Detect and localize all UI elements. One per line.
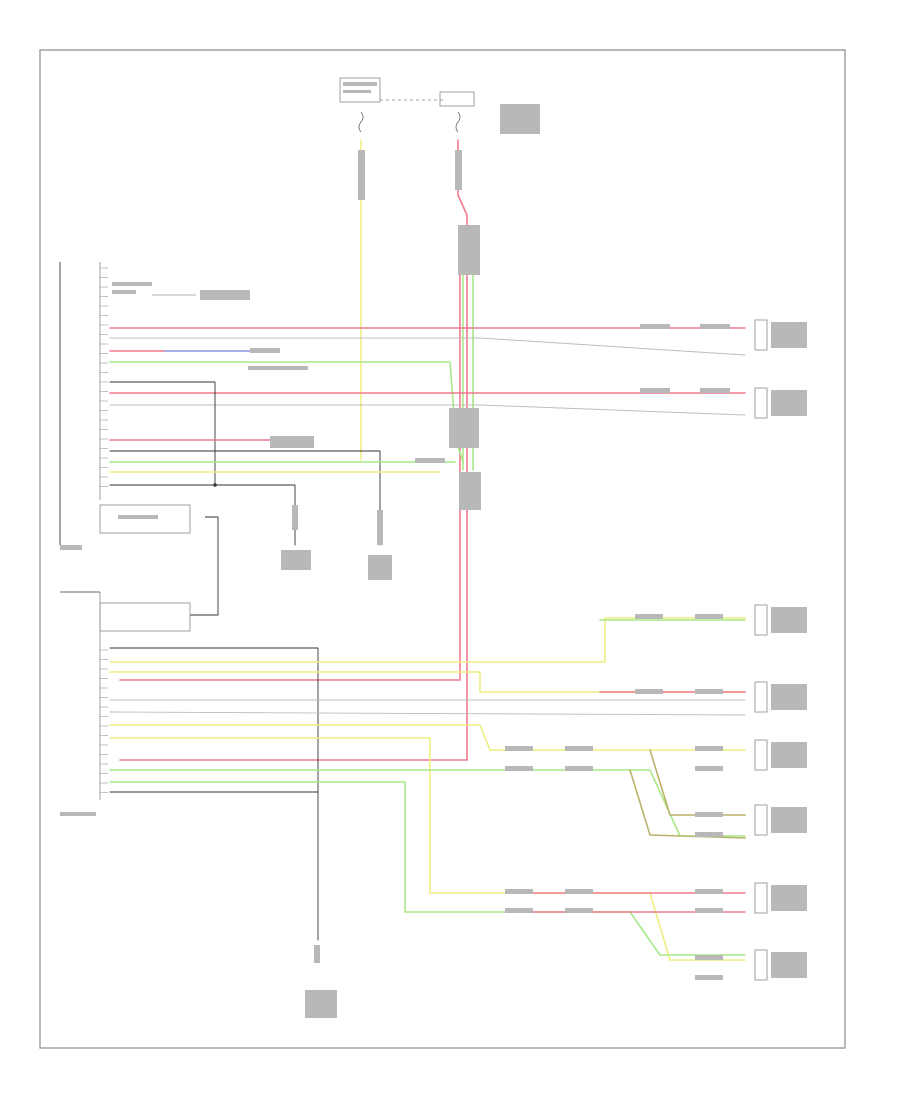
wire-amp-green-1	[109, 769, 746, 837]
wire-rf-speaker-neg	[109, 337, 746, 356]
rr-wire-tag	[640, 388, 670, 393]
lower-wire-tag	[565, 889, 593, 894]
speaker-front-tweeter-label	[771, 742, 807, 768]
connector-block-upper	[458, 225, 480, 275]
lower-wire-tag	[505, 766, 533, 771]
rf-wire-tag	[640, 324, 670, 329]
lower-wire-tag	[695, 746, 723, 751]
lower-wire-tag	[695, 889, 723, 894]
blue-wire-label	[250, 348, 280, 353]
wire-amp-yellow-1	[109, 617, 746, 663]
amp-ground-label	[305, 990, 337, 1018]
lower-wire-tag	[565, 908, 593, 913]
amp-label	[60, 812, 96, 816]
wire-radio-to-amp	[190, 516, 219, 616]
radio-pin-label	[112, 290, 136, 294]
subwoofer-left	[754, 882, 768, 914]
fuse-box-right-note	[500, 104, 540, 134]
radio-pin-label	[112, 282, 152, 286]
lower-wire-tag	[695, 614, 723, 619]
fuse-box-left-text	[343, 90, 371, 93]
wire-amp-gray-2	[109, 711, 746, 716]
green-2-label	[415, 458, 445, 463]
amp-connector-c1	[99, 602, 191, 632]
radio-connector-c2	[99, 504, 191, 534]
subwoofer-right-label	[771, 952, 807, 978]
lower-wire-tag	[505, 908, 533, 913]
wire-layer	[109, 139, 746, 961]
speaker-rear-right	[754, 387, 768, 419]
subwoofer-right	[754, 949, 768, 981]
connector-block-middle	[449, 408, 479, 448]
speaker-front-tweeter	[754, 739, 768, 771]
fuse-symbol-right	[455, 111, 461, 133]
speaker-left-rear	[754, 681, 768, 713]
speaker-left-front	[754, 604, 768, 636]
lower-wire-tag	[695, 955, 723, 960]
rf-wire-tag-2	[700, 324, 730, 329]
speaker-rear-right-label	[771, 390, 807, 416]
speaker-rear-tweeter	[754, 804, 768, 836]
rr-wire-tag-2	[700, 388, 730, 393]
ground-label-right	[368, 555, 392, 580]
radio-c2-label	[118, 515, 158, 519]
fuse-box-right	[439, 91, 475, 107]
lower-wire-tag	[695, 975, 723, 980]
wire-olive-2	[629, 769, 746, 839]
subwoofer-left-label	[771, 885, 807, 911]
lower-wire-tag	[505, 889, 533, 894]
ground-label-left	[281, 550, 311, 570]
speaker-left-rear-label	[771, 684, 807, 710]
speaker-rear-tweeter-label	[771, 807, 807, 833]
speaker-front-right-door	[754, 319, 768, 351]
lower-wire-tag	[565, 766, 593, 771]
lower-wire-tag	[695, 689, 723, 694]
connector-block-lower	[459, 472, 481, 510]
wire-radio-black	[109, 450, 381, 546]
speaker-left-front-label	[771, 607, 807, 633]
wire-olive-1	[649, 749, 746, 816]
lower-wire-tag	[505, 746, 533, 751]
lower-wire-tag	[635, 689, 663, 694]
wire-amp-ground	[109, 647, 319, 941]
wire-amp-yellow-3	[109, 724, 746, 751]
lower-wire-tag	[695, 766, 723, 771]
wire-radio-green	[109, 361, 464, 463]
lower-wire-tag	[695, 832, 723, 837]
radio-label	[60, 545, 82, 550]
fuse-box-left	[339, 77, 381, 103]
ground-tag	[292, 505, 298, 530]
wire-tag-yellow	[358, 150, 365, 200]
connector-black-tag	[377, 510, 383, 545]
diagram-frame	[39, 49, 846, 1049]
feed-wire-red-2	[119, 239, 461, 681]
green-wire-label	[248, 366, 308, 370]
fuse-box-left-text	[343, 82, 377, 86]
lower-wire-tag	[565, 746, 593, 751]
red-stub-label	[270, 436, 314, 448]
component-layer	[39, 49, 846, 1049]
feed-wire-red	[119, 139, 468, 761]
wire-amp-green-2	[109, 781, 746, 956]
antenna-label	[200, 290, 250, 300]
lower-wire-tag	[635, 614, 663, 619]
lower-wire-tag	[695, 812, 723, 817]
wire-radio-ground-loop	[109, 381, 216, 486]
amp-ground-tag	[314, 945, 320, 963]
speaker-front-right-door-label	[771, 322, 807, 348]
wire-tag-red	[455, 150, 462, 190]
fuse-symbol-left	[358, 111, 364, 133]
wire-rr-speaker-neg	[109, 404, 746, 416]
lower-wire-tag	[695, 908, 723, 913]
